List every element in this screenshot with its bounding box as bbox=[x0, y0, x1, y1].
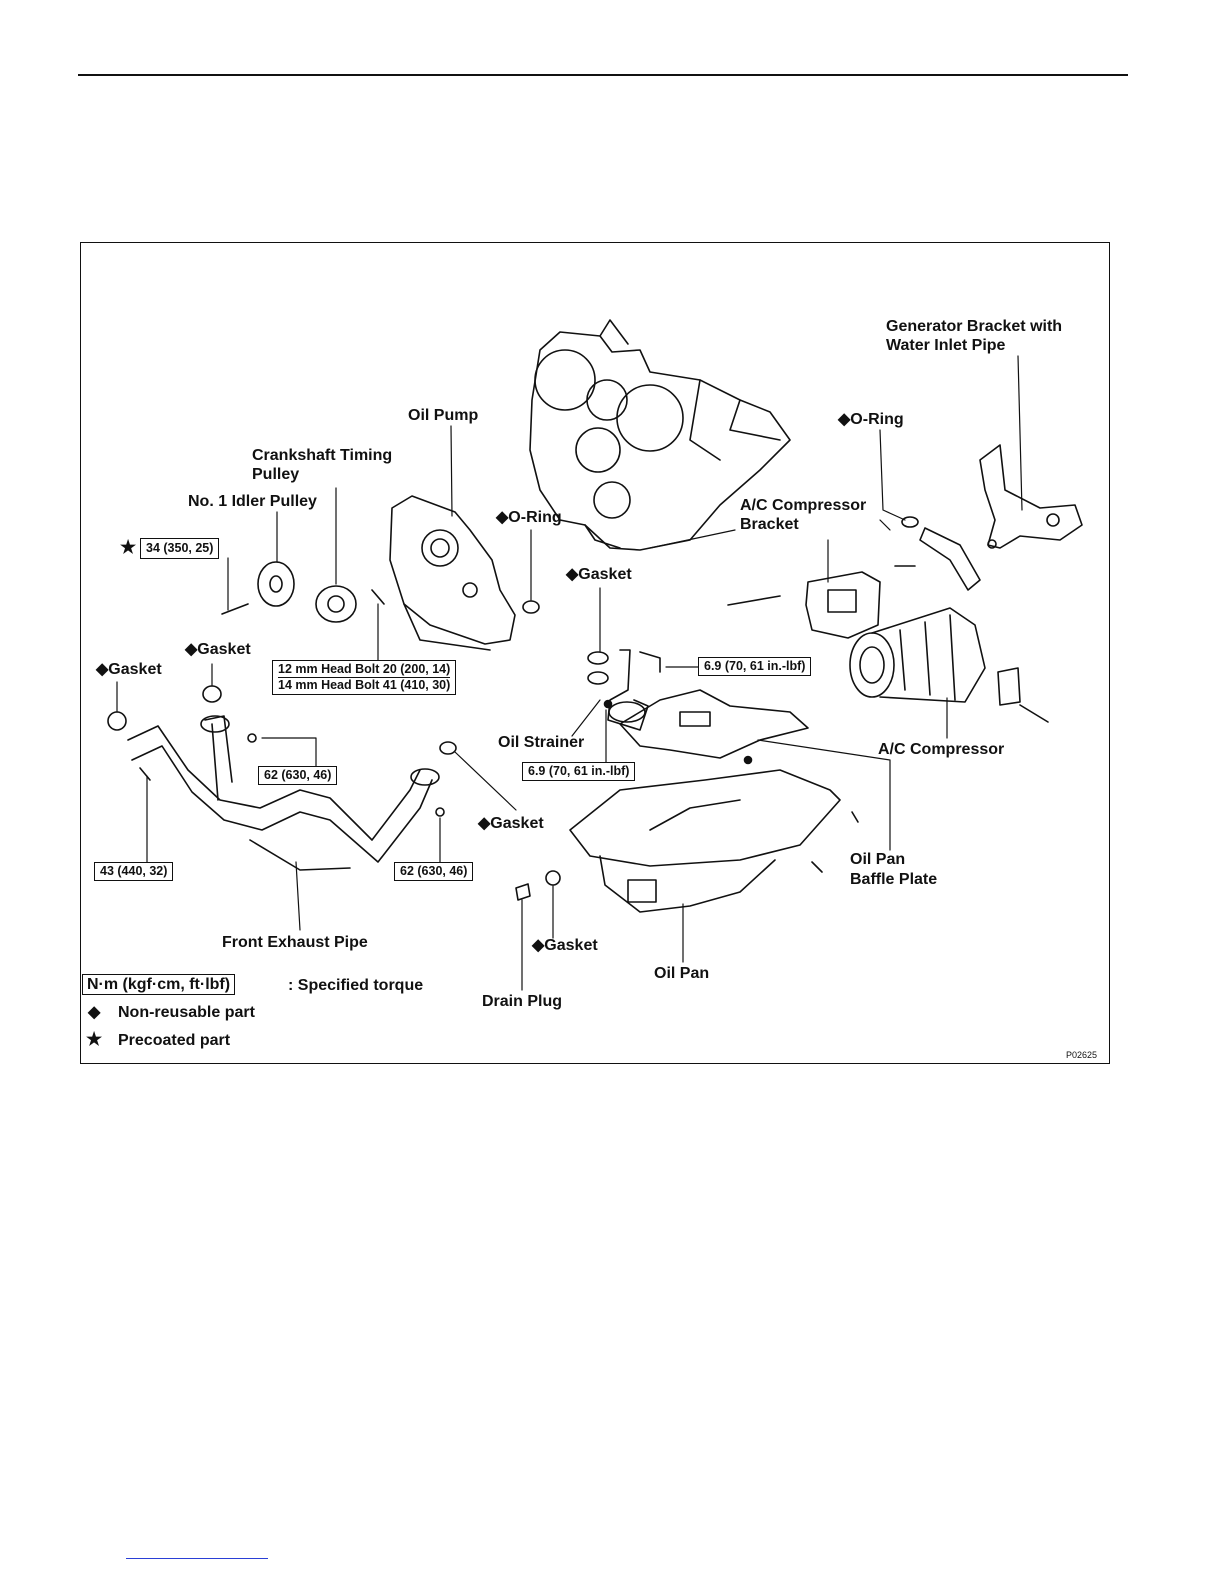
label-ac-compressor: A/C Compressor bbox=[878, 741, 1005, 758]
ac-compressor-drawing bbox=[849, 607, 1049, 723]
label-oil-strainer: Oil Strainer bbox=[498, 734, 585, 751]
legend-precoated-desc: Precoated part bbox=[118, 1032, 231, 1049]
label-ac-bracket-line1: A/C Compressor bbox=[740, 497, 867, 514]
label-crankshaft-pulley-line2: Pulley bbox=[252, 466, 300, 483]
legend-torque-unit: N·m (kgf·cm, ft·lbf) bbox=[82, 974, 236, 995]
idler-pulley-drawing bbox=[221, 561, 295, 615]
baffle-plate-drawing bbox=[619, 689, 809, 759]
drain-plug-drawing bbox=[515, 870, 561, 901]
torque-exhaust-nut-upper: 62 (630, 46) bbox=[258, 766, 338, 785]
leader-lines bbox=[116, 355, 1023, 991]
precoated-star-mark: ★ bbox=[120, 537, 137, 557]
torque-exhaust-nut-lower: 62 (630, 46) bbox=[394, 862, 474, 881]
label-oil-pump: Oil Pump bbox=[408, 407, 479, 424]
bottom-link-underline[interactable] bbox=[126, 1558, 268, 1559]
label-gasket-left: ◆Gasket bbox=[96, 661, 162, 678]
label-gasket-drain: ◆Gasket bbox=[532, 937, 598, 954]
label-crankshaft-pulley-line1: Crankshaft Timing bbox=[252, 447, 393, 464]
torque-idler-pulley: 34 (350, 25) bbox=[140, 538, 220, 559]
label-generator-bracket-line1: Generator Bracket with bbox=[886, 318, 1063, 335]
legend-nonreusable-mark: ◆ bbox=[88, 1004, 101, 1021]
label-oil-pan: Oil Pan bbox=[654, 965, 710, 982]
label-oil-pan-baffle-line2: Baffle Plate bbox=[850, 871, 938, 888]
torque-head-bolt-12mm: 12 mm Head Bolt 20 (200, 14) bbox=[278, 662, 451, 676]
legend-precoated-mark: ★ bbox=[86, 1029, 103, 1049]
generator-bracket-drawing bbox=[979, 444, 1083, 549]
torque-exhaust-bolt: 43 (440, 32) bbox=[94, 862, 174, 881]
label-ac-bracket-line2: Bracket bbox=[740, 516, 799, 533]
front-exhaust-pipe-drawing bbox=[107, 685, 457, 871]
label-o-ring-right: ◆O-Ring bbox=[838, 411, 904, 428]
legend-torque-desc: : Specified torque bbox=[288, 977, 424, 994]
ac-bracket-drawing bbox=[727, 571, 881, 639]
water-pipe-drawing bbox=[894, 516, 981, 591]
label-o-ring-mid: ◆O-Ring bbox=[496, 509, 562, 526]
engine-block-drawing bbox=[529, 319, 791, 551]
legend-nonreusable-desc: Non-reusable part bbox=[118, 1004, 255, 1021]
o-ring-mid-drawing bbox=[522, 600, 540, 614]
label-gasket-strainer: ◆Gasket bbox=[566, 566, 632, 583]
label-gasket-front: ◆Gasket bbox=[185, 641, 251, 658]
label-gasket-exhaust: ◆Gasket bbox=[478, 815, 544, 832]
label-idler-pulley: No. 1 Idler Pulley bbox=[188, 493, 317, 510]
label-front-exhaust-pipe: Front Exhaust Pipe bbox=[222, 934, 368, 951]
torque-baffle-nut: 6.9 (70, 61 in.-lbf) bbox=[522, 762, 636, 781]
crankshaft-pulley-drawing bbox=[315, 585, 357, 623]
label-oil-pan-baffle-line1: Oil Pan bbox=[850, 851, 906, 868]
torque-head-bolt-14mm: 14 mm Head Bolt 41 (410, 30) bbox=[278, 677, 451, 692]
label-drain-plug: Drain Plug bbox=[482, 993, 563, 1010]
torque-head-bolts-box: 12 mm Head Bolt 20 (200, 14) 14 mm Head … bbox=[272, 660, 457, 695]
oil-strainer-drawing bbox=[587, 649, 661, 731]
label-generator-bracket-line2: Water Inlet Pipe bbox=[886, 337, 1006, 354]
top-rule bbox=[78, 74, 1128, 76]
oil-pan-drawing bbox=[569, 699, 859, 913]
figure-code: P02625 bbox=[1066, 1050, 1098, 1060]
oil-pump-drawing bbox=[371, 495, 516, 651]
torque-strainer-bolt: 6.9 (70, 61 in.-lbf) bbox=[698, 657, 812, 676]
diagram-frame bbox=[80, 242, 1110, 1064]
